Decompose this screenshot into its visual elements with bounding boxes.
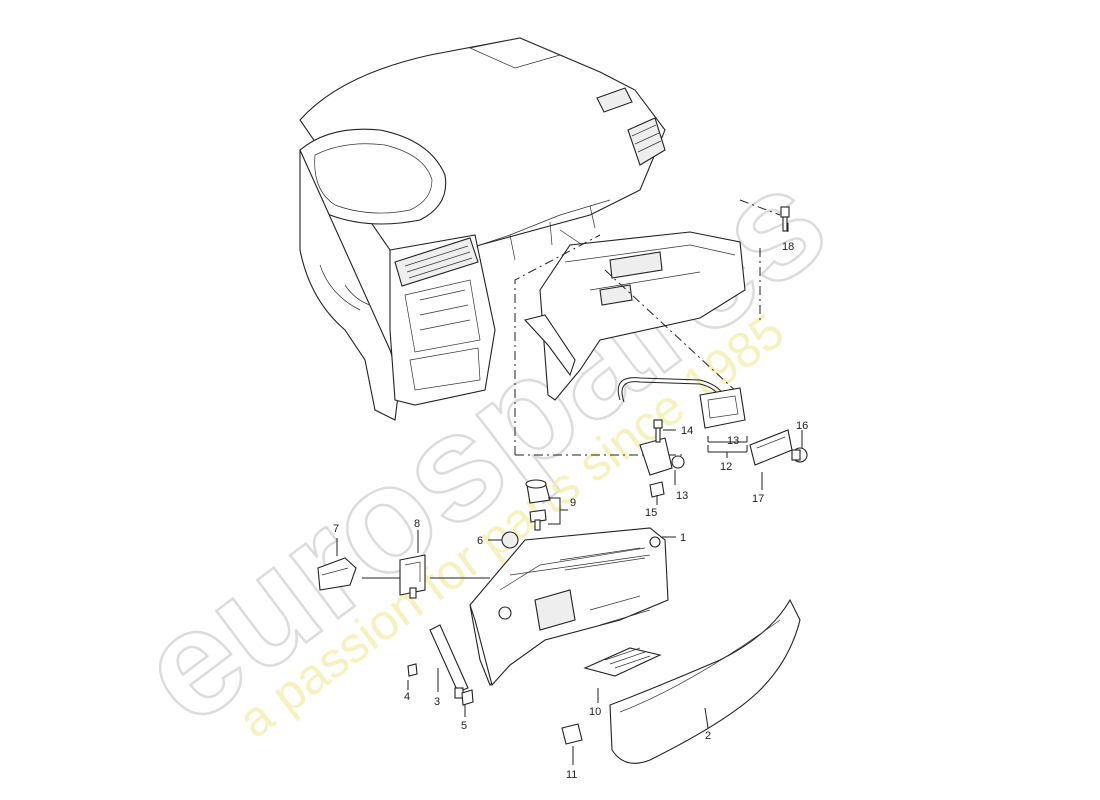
part-8-bracket xyxy=(399,554,426,599)
callout-13a: 13 xyxy=(727,435,739,447)
callout-6: 6 xyxy=(477,535,483,547)
callout-3: 3 xyxy=(434,696,440,708)
callout-16: 16 xyxy=(796,420,808,432)
leader-box xyxy=(514,199,781,456)
callout-8: 8 xyxy=(414,518,420,530)
callout-labels: 1 2 3 4 5 6 7 8 9 10 11 12 13 13 14 15 1… xyxy=(333,241,808,781)
callout-4: 4 xyxy=(404,691,410,703)
callout-11: 11 xyxy=(566,769,577,781)
callout-15: 15 xyxy=(645,507,657,519)
part-18-bolt xyxy=(780,206,790,232)
part-14-screw xyxy=(653,419,663,443)
part-6-bumper xyxy=(501,531,519,549)
callout-13b: 13 xyxy=(676,490,688,502)
part-7-bracket xyxy=(317,557,357,591)
callout-1: 1 xyxy=(680,532,686,544)
callout-12: 12 xyxy=(720,461,732,473)
dashboard-assembly xyxy=(299,37,666,421)
part-16-17-plate xyxy=(749,429,808,466)
part-1-glovebox xyxy=(469,527,669,687)
leader-lines xyxy=(336,223,803,765)
callout-2: 2 xyxy=(705,730,711,742)
part-12-cable-switch xyxy=(617,377,746,476)
callout-14: 14 xyxy=(681,425,693,437)
part-15-clip xyxy=(649,481,665,498)
callout-7: 7 xyxy=(333,523,339,535)
part-2-lid xyxy=(609,598,801,764)
callout-9: 9 xyxy=(570,497,576,509)
callout-18: 18 xyxy=(782,241,794,253)
part-10-mat xyxy=(583,647,662,677)
upper-glovebox-housing xyxy=(523,231,746,401)
callout-17: 17 xyxy=(752,493,764,505)
part-9-bumper xyxy=(525,479,551,531)
callout-10: 10 xyxy=(589,706,601,718)
part-3-4-5-strut xyxy=(407,624,474,706)
part-11-clip xyxy=(561,723,583,745)
callout-5: 5 xyxy=(461,720,467,732)
